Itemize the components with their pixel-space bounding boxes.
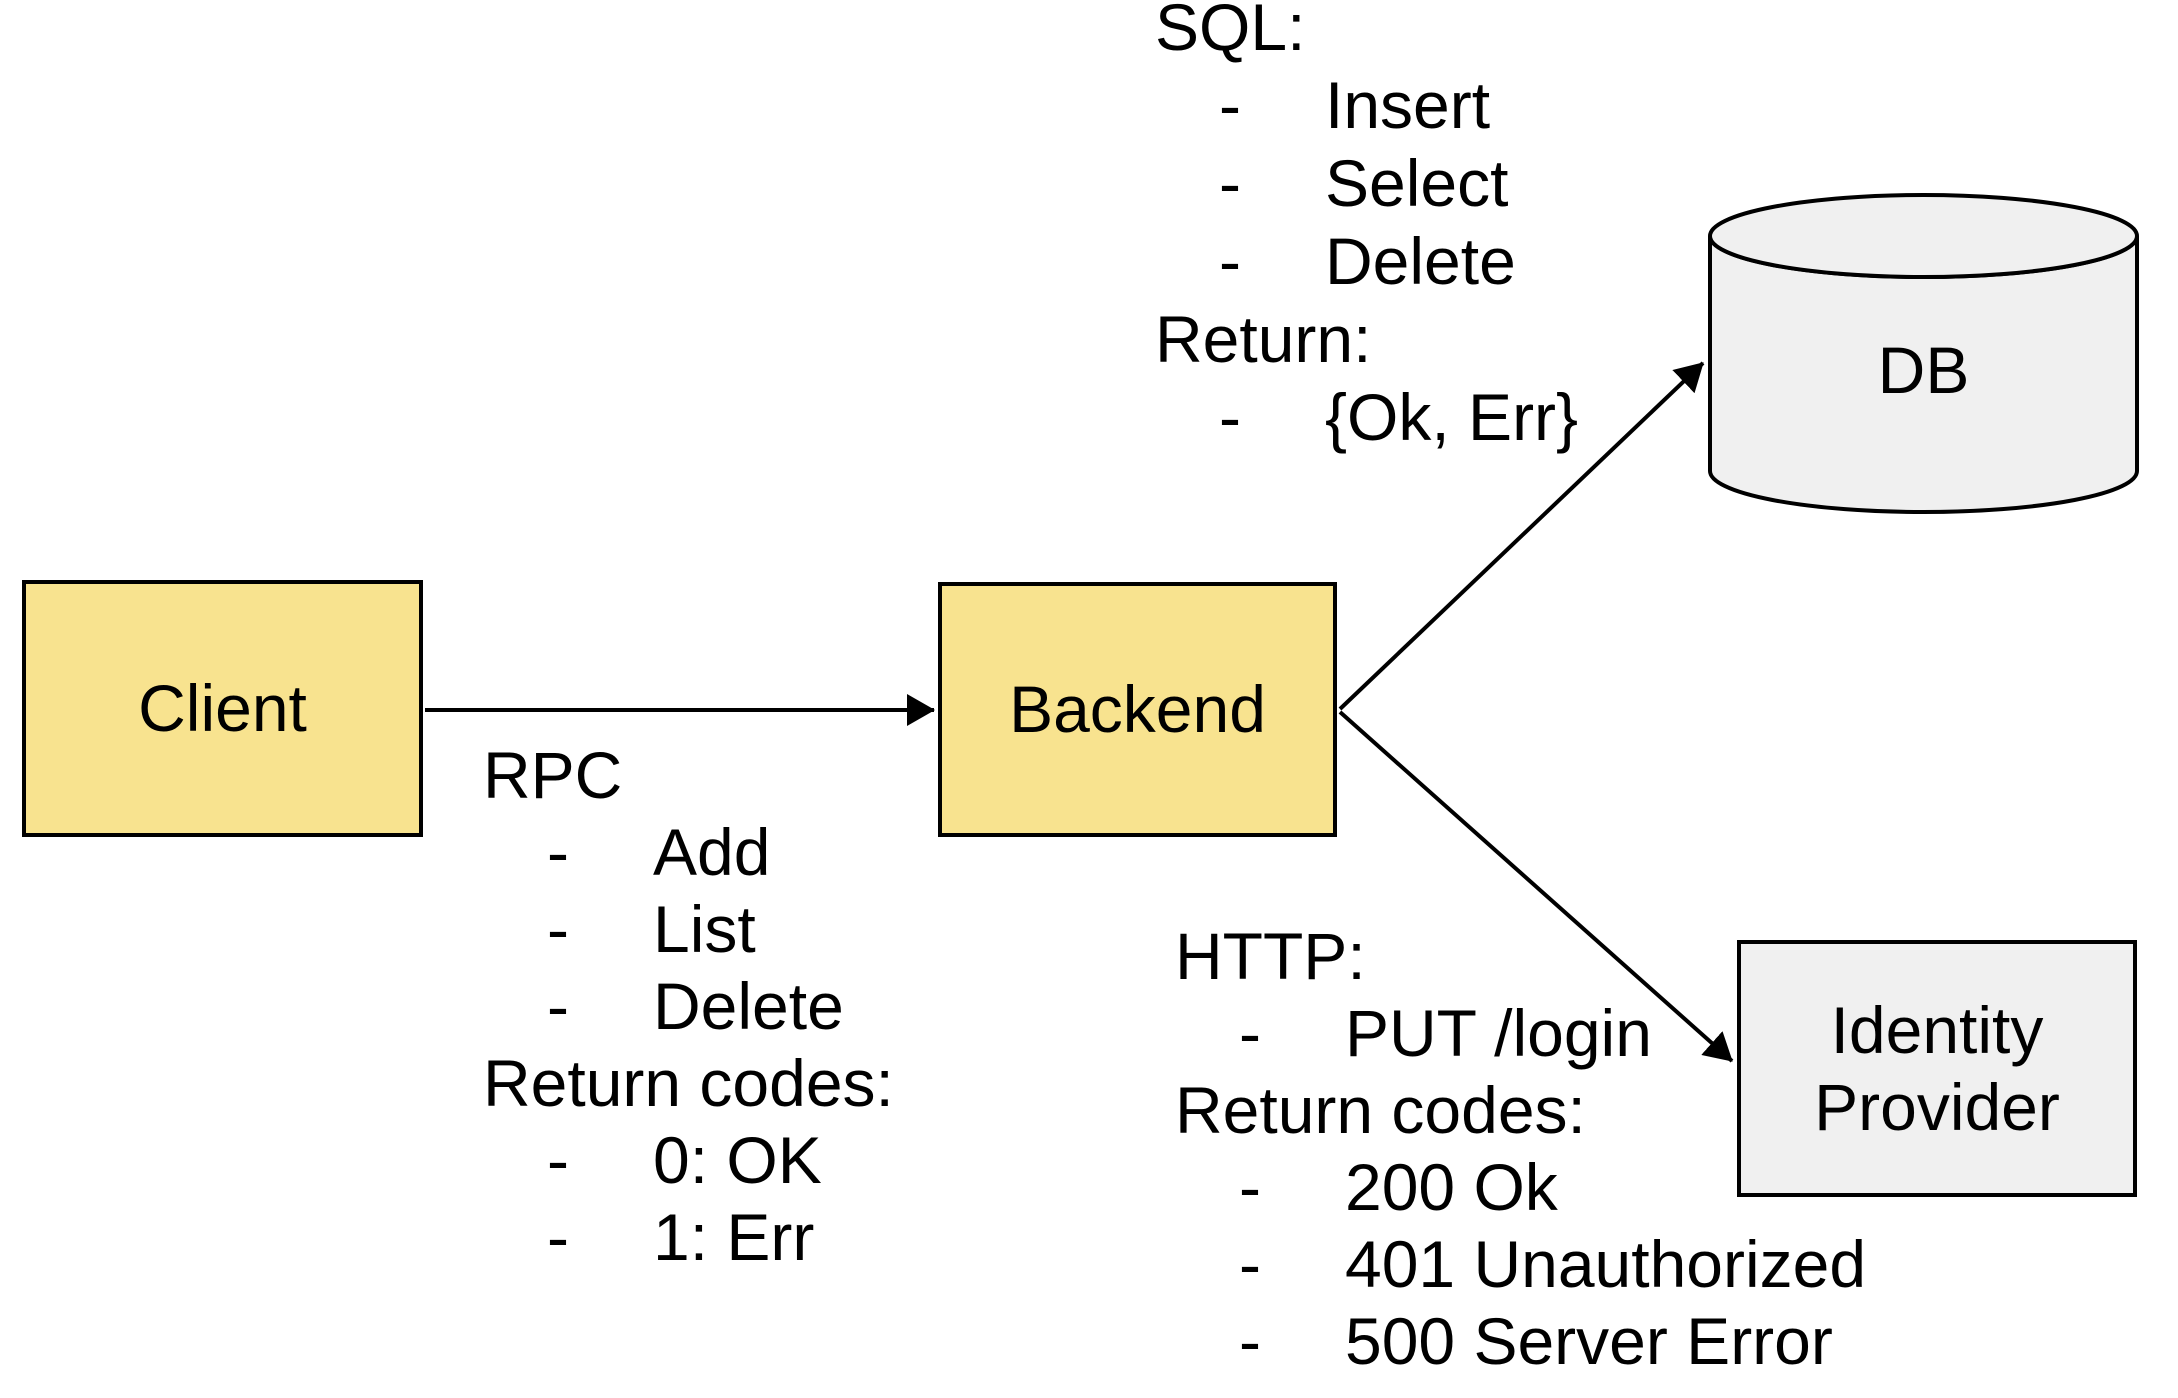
bullet-dash: - [1219, 146, 1241, 220]
bullet-text: 401 Unauthorized [1345, 1227, 1867, 1301]
annotation-header: RPC [483, 738, 623, 812]
bullet-text: 1: Err [653, 1200, 815, 1274]
bullet-text: 0: OK [653, 1123, 822, 1197]
bullet-text: 200 Ok [1345, 1150, 1558, 1224]
bullet-dash: - [1239, 1304, 1261, 1378]
arrow-backend-to-db [1338, 361, 1705, 711]
bullet-dash: - [1219, 68, 1241, 142]
bullet-dash: - [547, 969, 569, 1043]
bullet-text: Insert [1325, 68, 1491, 142]
annotation-header: Return codes: [1175, 1073, 1586, 1147]
bullet-dash: - [547, 1200, 569, 1274]
bullet-dash: - [547, 892, 569, 966]
bullet-text: List [653, 892, 756, 966]
bullet-dash: - [1219, 224, 1241, 298]
node-backend-label: Backend [1009, 672, 1266, 746]
db-cylinder-top [1708, 193, 2139, 279]
node-client-label: Client [138, 671, 307, 745]
bullet-text: Add [653, 815, 771, 889]
annotation-header: HTTP: [1175, 919, 1366, 993]
node-identity-provider: Identity Provider [1737, 940, 2137, 1197]
bullet-text: PUT /login [1345, 996, 1652, 1070]
bullet-text: Delete [653, 969, 844, 1043]
bullet-dash: - [547, 815, 569, 889]
node-identity-provider-label: Identity Provider [1814, 992, 2060, 1144]
arrow-backend-to-identity-provider [1338, 710, 1734, 1063]
annotation-header: Return: [1155, 302, 1372, 376]
bullet-text: Select [1325, 146, 1509, 220]
bullet-dash: - [1239, 1150, 1261, 1224]
node-backend: Backend [938, 582, 1337, 837]
annotation-header: SQL: [1155, 0, 1306, 64]
node-client: Client [22, 580, 423, 837]
node-db-label: DB [1877, 333, 1970, 407]
bullet-dash: - [1219, 380, 1241, 454]
annotation-header: Return codes: [483, 1046, 894, 1120]
bullet-text: Delete [1325, 224, 1516, 298]
bullet-text: {Ok, Err} [1325, 380, 1579, 454]
bullet-dash: - [1239, 996, 1261, 1070]
bullet-dash: - [547, 1123, 569, 1197]
bullet-dash: - [1239, 1227, 1261, 1301]
bullet-text: 500 Server Error [1345, 1304, 1833, 1378]
